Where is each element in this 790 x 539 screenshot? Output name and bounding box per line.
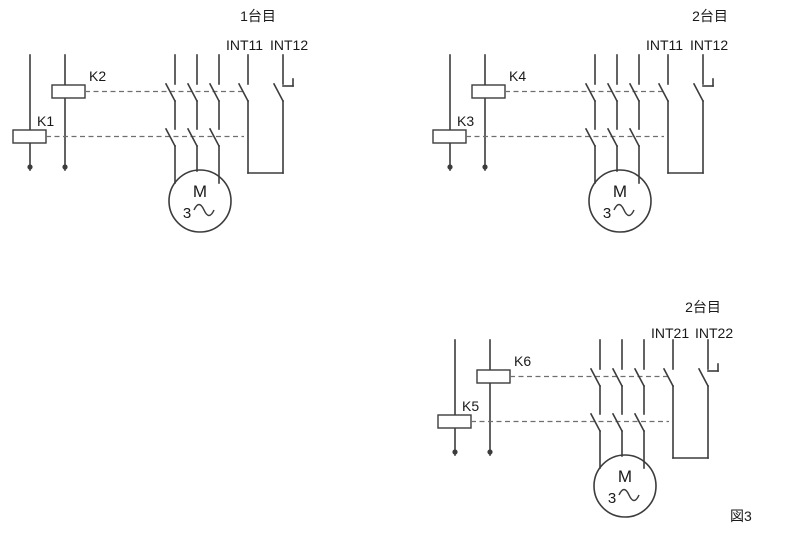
contactor-contact-upper: [186, 82, 199, 103]
motor-phase-count: 3: [603, 205, 611, 222]
contactor-contact-upper: [589, 367, 602, 388]
relay-label-K1: K1: [37, 113, 54, 129]
relay-coil-K1: [12, 129, 47, 144]
interlock-label-2: INT22: [695, 325, 733, 341]
motor-circle: [593, 454, 657, 518]
relay-label-K4: K4: [509, 68, 526, 84]
motor-phase-count: 3: [608, 490, 616, 507]
interlock1-no-contact: [662, 367, 675, 388]
block-title: 2台目: [692, 8, 728, 24]
motor-sine-icon: [618, 488, 640, 502]
junction-dot: [487, 449, 493, 455]
motor-circle: [168, 169, 232, 233]
relay-coil-K6: [476, 369, 511, 384]
block-title: 1台目: [240, 8, 276, 24]
motor-letter: M: [193, 182, 207, 201]
motor-sine-icon: [193, 203, 215, 217]
contactor-contact-upper: [208, 82, 221, 103]
junction-dot: [452, 449, 458, 455]
relay-coil-K2: [51, 84, 86, 99]
junction-dot: [447, 164, 453, 170]
contactor-contact-upper: [584, 82, 597, 103]
interlock2-nc-contact: [692, 82, 705, 103]
relay-label-K3: K3: [457, 113, 474, 129]
interlock2-nc-contact: [272, 82, 285, 103]
interlock-label-1: INT21: [651, 325, 689, 341]
contactor-contact-upper: [611, 367, 624, 388]
contactor-contact-lower: [208, 127, 221, 148]
contactor-contact-lower: [164, 127, 177, 148]
interlock-label-2: INT12: [270, 37, 308, 53]
figure-caption: 図3: [730, 508, 752, 524]
relay-coil-K5: [437, 414, 472, 429]
block-title: 2台目: [685, 299, 721, 315]
interlock-label-1: INT11: [226, 37, 263, 53]
contactor-contact-upper: [164, 82, 177, 103]
junction-dot: [62, 164, 68, 170]
contactor-contact-lower: [584, 127, 597, 148]
contactor-contact-lower: [633, 412, 646, 433]
relay-label-K2: K2: [89, 68, 106, 84]
motor-letter: M: [618, 467, 632, 486]
motor-letter: M: [613, 182, 627, 201]
contactor-contact-lower: [589, 412, 602, 433]
motor-phase-count: 3: [183, 205, 191, 222]
interlock2-nc-contact: [697, 367, 710, 388]
relay-label-K6: K6: [514, 353, 531, 369]
relay-coil-K4: [471, 84, 506, 99]
junction-dot: [482, 164, 488, 170]
relay-coil-K3: [432, 129, 467, 144]
interlock-label-2: INT12: [690, 37, 728, 53]
relay-label-K5: K5: [462, 398, 479, 414]
contactor-contact-lower: [611, 412, 624, 433]
contactor-contact-lower: [628, 127, 641, 148]
junction-dot: [27, 164, 33, 170]
contactor-contact-lower: [186, 127, 199, 148]
contactor-contact-lower: [606, 127, 619, 148]
contactor-contact-upper: [633, 367, 646, 388]
interlock1-no-contact: [657, 82, 670, 103]
interlock1-no-contact: [237, 82, 250, 103]
contactor-contact-upper: [606, 82, 619, 103]
motor-sine-icon: [613, 203, 635, 217]
interlock-label-1: INT11: [646, 37, 683, 53]
motor-circle: [588, 169, 652, 233]
contactor-contact-upper: [628, 82, 641, 103]
